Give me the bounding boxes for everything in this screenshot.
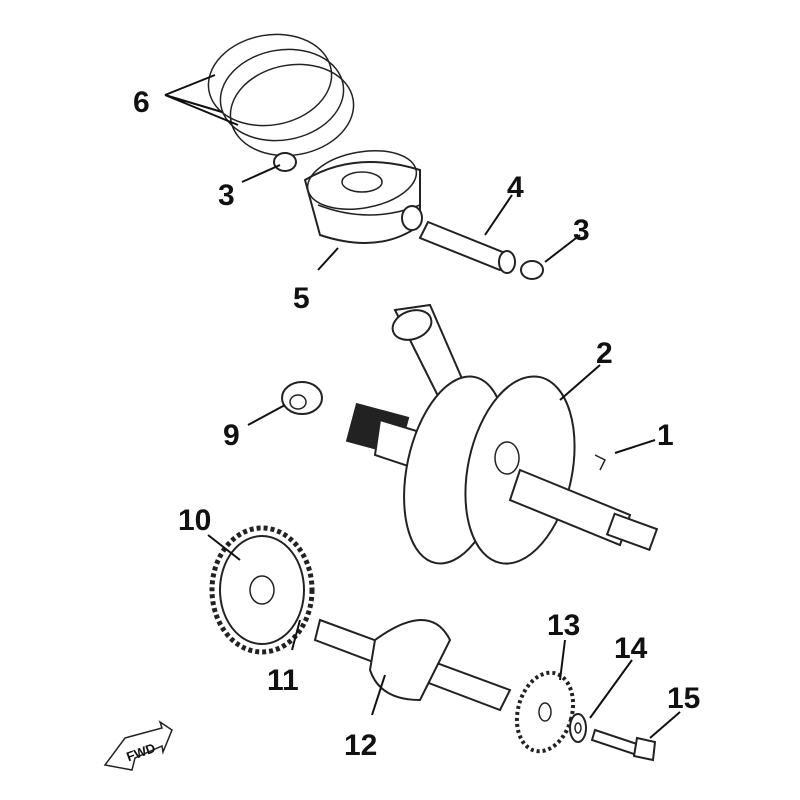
oil-seal bbox=[281, 381, 323, 415]
label-1: 1 bbox=[657, 419, 674, 452]
label-12: 12 bbox=[344, 729, 377, 762]
bolt bbox=[590, 728, 657, 762]
washer bbox=[569, 713, 587, 743]
piston-rings bbox=[207, 33, 355, 157]
drive-gear bbox=[209, 525, 315, 655]
balancer-shaft bbox=[313, 618, 512, 712]
piston-pin bbox=[418, 220, 516, 274]
piston bbox=[303, 150, 423, 244]
label-3-left: 3 bbox=[218, 179, 235, 212]
label-2: 2 bbox=[596, 337, 613, 370]
label-3-right: 3 bbox=[573, 214, 590, 247]
clip-left bbox=[273, 152, 297, 172]
label-4: 4 bbox=[507, 171, 524, 204]
label-15: 15 bbox=[667, 682, 700, 715]
label-13: 13 bbox=[547, 609, 580, 642]
label-5: 5 bbox=[293, 282, 310, 315]
label-10: 10 bbox=[178, 504, 211, 537]
clip-right bbox=[520, 260, 544, 280]
fwd-label: FWD bbox=[124, 740, 157, 764]
crankshaft bbox=[345, 303, 659, 565]
label-9: 9 bbox=[223, 419, 240, 452]
label-11: 11 bbox=[267, 664, 299, 697]
label-6: 6 bbox=[133, 86, 150, 119]
forward-arrow-icon: FWD bbox=[103, 720, 173, 771]
driven-gear bbox=[514, 670, 576, 754]
label-14: 14 bbox=[614, 632, 648, 665]
leader-lines bbox=[164, 74, 681, 739]
